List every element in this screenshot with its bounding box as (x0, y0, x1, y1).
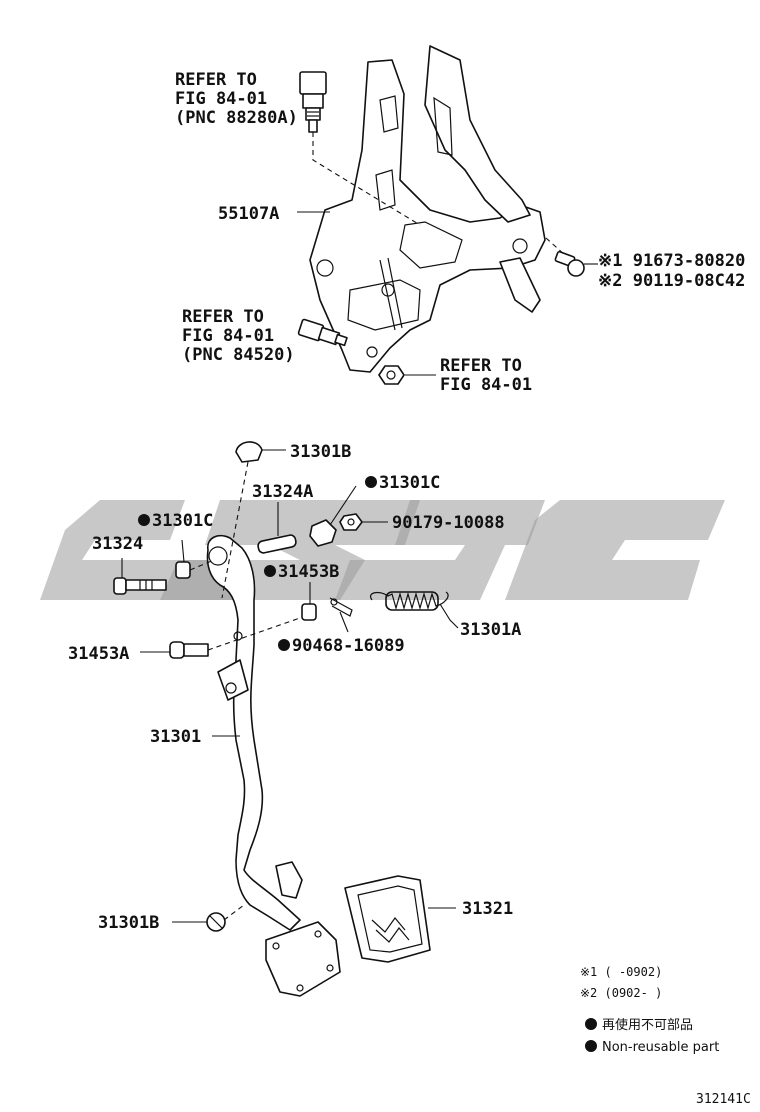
switch-mid (297, 318, 348, 347)
bushing-31301C-left (175, 561, 191, 579)
label-90468: 90468-16089 (292, 636, 405, 656)
dashed-guide-bolt (545, 237, 567, 257)
nut-bracket (378, 365, 405, 385)
label-refer-mid-2: FIG 84-01 (182, 326, 274, 346)
label-90119: ※2 90119-08C42 (598, 271, 745, 291)
label-31301C-right: 31301C (379, 473, 440, 493)
label-55107A: 55107A (218, 204, 279, 224)
label-31453A: 31453A (68, 644, 129, 664)
label-90179: 90179-10088 (392, 513, 505, 533)
legend-marker-en (585, 1040, 597, 1052)
label-31301: 31301 (150, 727, 201, 747)
note-1: ※1 ( -0902) (580, 965, 662, 979)
label-31324: 31324 (92, 534, 143, 554)
cushion-31301B-top (235, 441, 263, 463)
return-spring-31301A (370, 591, 449, 611)
pedal-pad-31321 (344, 875, 431, 963)
pin-31453A (169, 641, 209, 659)
label-91673: ※1 91673-80820 (598, 251, 745, 271)
leader-lines (121, 211, 598, 923)
footnotes: ※1 ( -0902) ※2 (0902- ) 再使用不可部品 Non-reus… (580, 965, 719, 1055)
label-31301B-bottom: 31301B (98, 913, 159, 933)
stop-lamp-switch-top (299, 71, 327, 133)
non-reusable-marker-31301C-left (138, 514, 150, 526)
label-31324A: 31324A (252, 482, 313, 502)
legend-marker-jp (585, 1018, 597, 1030)
dashed-guide-pin-31453A (207, 617, 301, 651)
bushing-31453B (301, 603, 317, 621)
legend-jp: 再使用不可部品 (602, 1017, 693, 1033)
non-reusable-marker-31301C-right (365, 476, 377, 488)
label-31453B: 31453B (278, 562, 339, 582)
label-31301A: 31301A (460, 620, 521, 640)
pedal-arm-31301 (206, 534, 341, 997)
label-refer-nut-2: FIG 84-01 (440, 375, 532, 395)
non-reusable-marker-90468 (278, 639, 290, 651)
label-31321: 31321 (462, 899, 513, 919)
label-31301B-top: 31301B (290, 442, 351, 462)
label-31301C-left: 31301C (152, 511, 213, 531)
note-2: ※2 (0902- ) (580, 986, 662, 1000)
label-refer-top-2: FIG 84-01 (175, 89, 267, 109)
label-refer-mid-1: REFER TO (182, 307, 264, 327)
label-refer-top-1: REFER TO (175, 70, 257, 90)
part-labels: REFER TO FIG 84-01 (PNC 88280A) 55107A ※… (68, 70, 745, 933)
label-refer-top-3: (PNC 88280A) (175, 108, 298, 128)
collar-31301C-right (309, 519, 337, 547)
dashed-guide-cushion-bottom (223, 904, 245, 921)
cushion-31301B-bottom (206, 912, 226, 932)
dashed-guide-bolt-31324 (189, 559, 215, 571)
bracket-55107A (309, 45, 546, 373)
dashed-guide-top-switch (312, 132, 421, 226)
non-reusable-marker-31453B (264, 565, 276, 577)
bolt-31324 (113, 577, 167, 595)
label-refer-nut-1: REFER TO (440, 356, 522, 376)
bolt-91673 (554, 250, 585, 277)
legend-en: Non-reusable part (602, 1040, 719, 1055)
figure-code: 312141C (696, 1092, 751, 1107)
nut-90179 (339, 513, 363, 531)
label-refer-mid-3: (PNC 84520) (182, 345, 295, 365)
clip-90468 (329, 597, 353, 617)
pin-31324A (257, 534, 297, 554)
